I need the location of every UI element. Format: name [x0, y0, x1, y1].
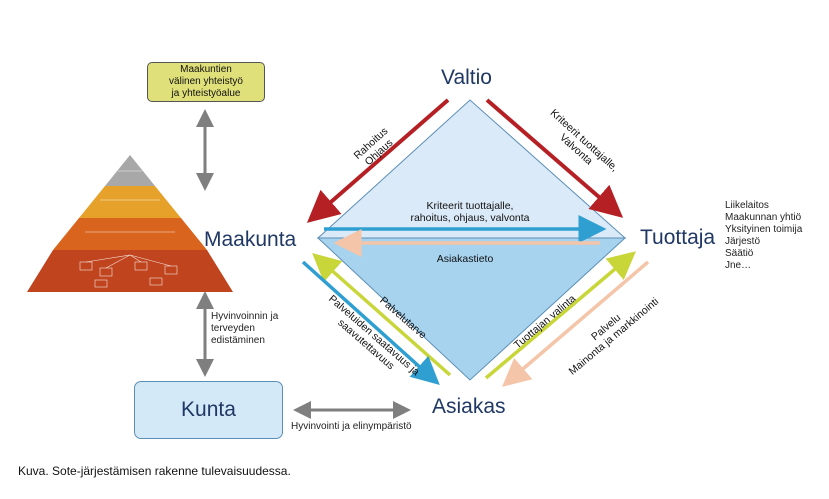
- arrow-tuottaja-asiakas: [502, 260, 650, 387]
- label-criteria-line-2: rahoitus, ohjaus, valvonta: [410, 212, 530, 224]
- figure-caption: Kuva. Sote-järjestämisen rakenne tulevai…: [18, 464, 291, 478]
- label-asiakastieto: Asiakastieto: [436, 253, 494, 265]
- label-maakunta-kunta: Hyvinvoinnin ja terveyden edistäminen: [211, 311, 278, 347]
- producer-type: Säätiö: [725, 248, 754, 259]
- node-kunta: Kunta: [181, 398, 236, 421]
- producer-type: Maakunnan yhtiö: [725, 212, 802, 223]
- arrow-valtio-maakunta: [306, 98, 450, 223]
- node-asiakas: Asiakas: [432, 395, 506, 418]
- node-tuottaja: Tuottaja: [640, 226, 716, 249]
- label-edistaminen: edistäminen: [211, 335, 265, 346]
- cooperation-line-2: välinen yhteistyö: [169, 76, 243, 87]
- cooperation-line-3: ja yhteistyöalue: [171, 88, 241, 99]
- producer-type: Jne…: [725, 260, 752, 271]
- label-criteria-line-1: Kriteerit tuottajalle,: [426, 200, 514, 212]
- node-valtio: Valtio: [441, 66, 492, 89]
- arrow-asiakas-maakunta: [312, 253, 452, 377]
- cooperation-line-1: Maakuntien: [180, 64, 232, 75]
- producer-type: Liikelaitos: [725, 200, 769, 211]
- cooperation-area-box: Maakuntien välinen yhteistyö ja yhteisty…: [147, 62, 265, 102]
- diamond-lower: [316, 237, 627, 381]
- organization-pyramid: [27, 155, 233, 292]
- arrow-valtio-tuottaja: [485, 98, 624, 218]
- arrow-maakunta-asiakas: [301, 260, 440, 386]
- label-kunta-asiakas: Hyvinvointi ja elinympäristö: [291, 421, 412, 432]
- label-terveyden: terveyden: [211, 323, 255, 334]
- producer-type: Järjestö: [725, 236, 761, 247]
- label-maakunta-tuottaja: Kriteerit tuottajalle, rahoitus, ohjaus,…: [380, 200, 560, 224]
- producer-type: Yksityinen toimija: [725, 224, 803, 235]
- label-hyvinvoinnin: Hyvinvoinnin ja: [211, 311, 279, 322]
- producer-types-list: Liikelaitos Maakunnan yhtiö Yksityinen t…: [725, 200, 802, 272]
- node-maakunta: Maakunta: [204, 228, 297, 251]
- node-kunta-box: Kunta: [134, 381, 283, 439]
